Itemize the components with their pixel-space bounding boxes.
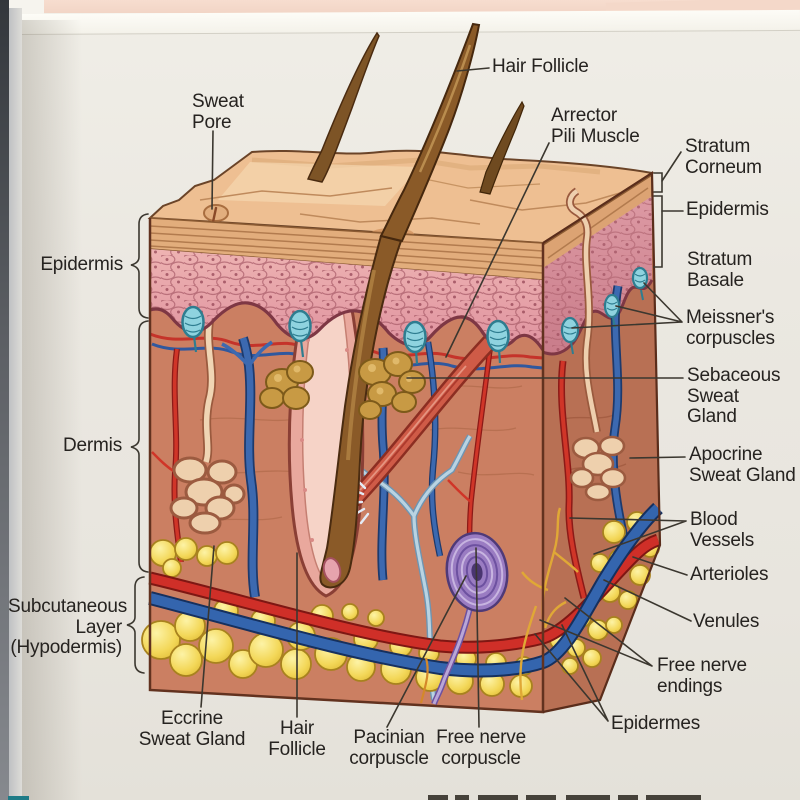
label-dermis: Dermis xyxy=(63,435,122,456)
leader-pacinian xyxy=(386,575,467,728)
leader-lines xyxy=(126,67,692,728)
hair-center xyxy=(379,22,481,243)
label-stratum-corneum: Stratum Corneum xyxy=(685,136,762,178)
caption-cropped xyxy=(646,795,701,800)
hair-right xyxy=(479,100,525,195)
leader-arrector-pili xyxy=(445,142,550,358)
leader-hair-follicle-top xyxy=(456,67,490,72)
label-free-nerve-endings: Free nerve endings xyxy=(657,655,747,697)
figure-marker xyxy=(8,796,29,800)
photo-background-strip xyxy=(0,0,800,13)
leader-free-nerve-corpuscle xyxy=(475,547,480,728)
sweat-pore-opening xyxy=(203,204,229,224)
label-epidermis-right: Epidermis xyxy=(686,199,769,220)
bracket-subcutaneous xyxy=(126,576,145,674)
dermal-papilla xyxy=(322,557,342,583)
caption-cropped xyxy=(428,795,448,800)
meissner-corpuscles-front xyxy=(181,305,510,365)
label-hair-follicle-bottom: Hair Follicle xyxy=(268,718,326,760)
leader-meissners xyxy=(571,282,683,329)
leader-apocrine xyxy=(629,456,686,459)
label-sweat-pore: Sweat Pore xyxy=(192,91,244,133)
leader-venules xyxy=(603,579,692,622)
stratum-basale-line xyxy=(149,301,545,351)
label-arterioles: Arterioles xyxy=(690,564,769,585)
caption-cropped xyxy=(566,795,610,800)
label-blood-vessels: Blood Vessels xyxy=(690,509,755,551)
label-apocrine: Apocrine Sweat Gland xyxy=(689,444,796,486)
label-epidermis-left: Epidermis xyxy=(40,254,123,275)
book-gutter-shadow xyxy=(22,20,82,800)
leader-blood-vessels xyxy=(569,517,687,555)
caption-cropped xyxy=(455,795,469,800)
bracket-epidermis-right xyxy=(653,195,663,268)
sebaceous-gland xyxy=(259,351,426,420)
leader-free-nerve-endings xyxy=(539,597,653,667)
label-hair-follicle-top: Hair Follicle xyxy=(492,56,589,77)
caption-cropped xyxy=(526,795,556,800)
label-stratum-basale: Stratum Basale xyxy=(687,249,753,291)
caption-cropped xyxy=(618,795,638,800)
block-outline xyxy=(148,171,662,714)
label-free-nerve-corpuscle: Free nerve corpuscle xyxy=(436,727,526,769)
label-subcutaneous: Subcutaneous Layer (Hypodermis) xyxy=(8,596,128,658)
bracket-stratum-corneum xyxy=(653,172,663,193)
eccrine-sweat-gland xyxy=(169,222,246,535)
trunk-blood-vessels xyxy=(148,502,663,678)
label-arrector-pili: Arrector Pili Muscle xyxy=(551,105,640,147)
book-gutter-highlight xyxy=(9,8,22,800)
leader-eccrine xyxy=(200,545,215,708)
label-sebaceous: Sebaceous Sweat Gland xyxy=(687,365,781,427)
bracket-dermis xyxy=(130,320,149,573)
label-pacinian: Pacinian corpuscle xyxy=(349,727,429,769)
caption-cropped xyxy=(478,795,518,800)
label-epidermes: Epidermes xyxy=(611,713,701,734)
bracket-epidermis-left xyxy=(130,213,149,319)
leader-sweat-pore xyxy=(211,130,214,210)
label-meissners: Meissner's corpuscles xyxy=(686,307,775,349)
leader-epidermes xyxy=(534,624,609,722)
leader-arterioles xyxy=(632,556,688,576)
label-eccrine: Eccrine Sweat Gland xyxy=(138,708,246,750)
hair-left xyxy=(306,31,380,183)
book-gutter-edge xyxy=(0,0,9,800)
apocrine-sweat-gland xyxy=(566,187,627,502)
dermal-nerve-pale-blue xyxy=(337,434,473,701)
label-venules: Venules xyxy=(693,611,760,632)
